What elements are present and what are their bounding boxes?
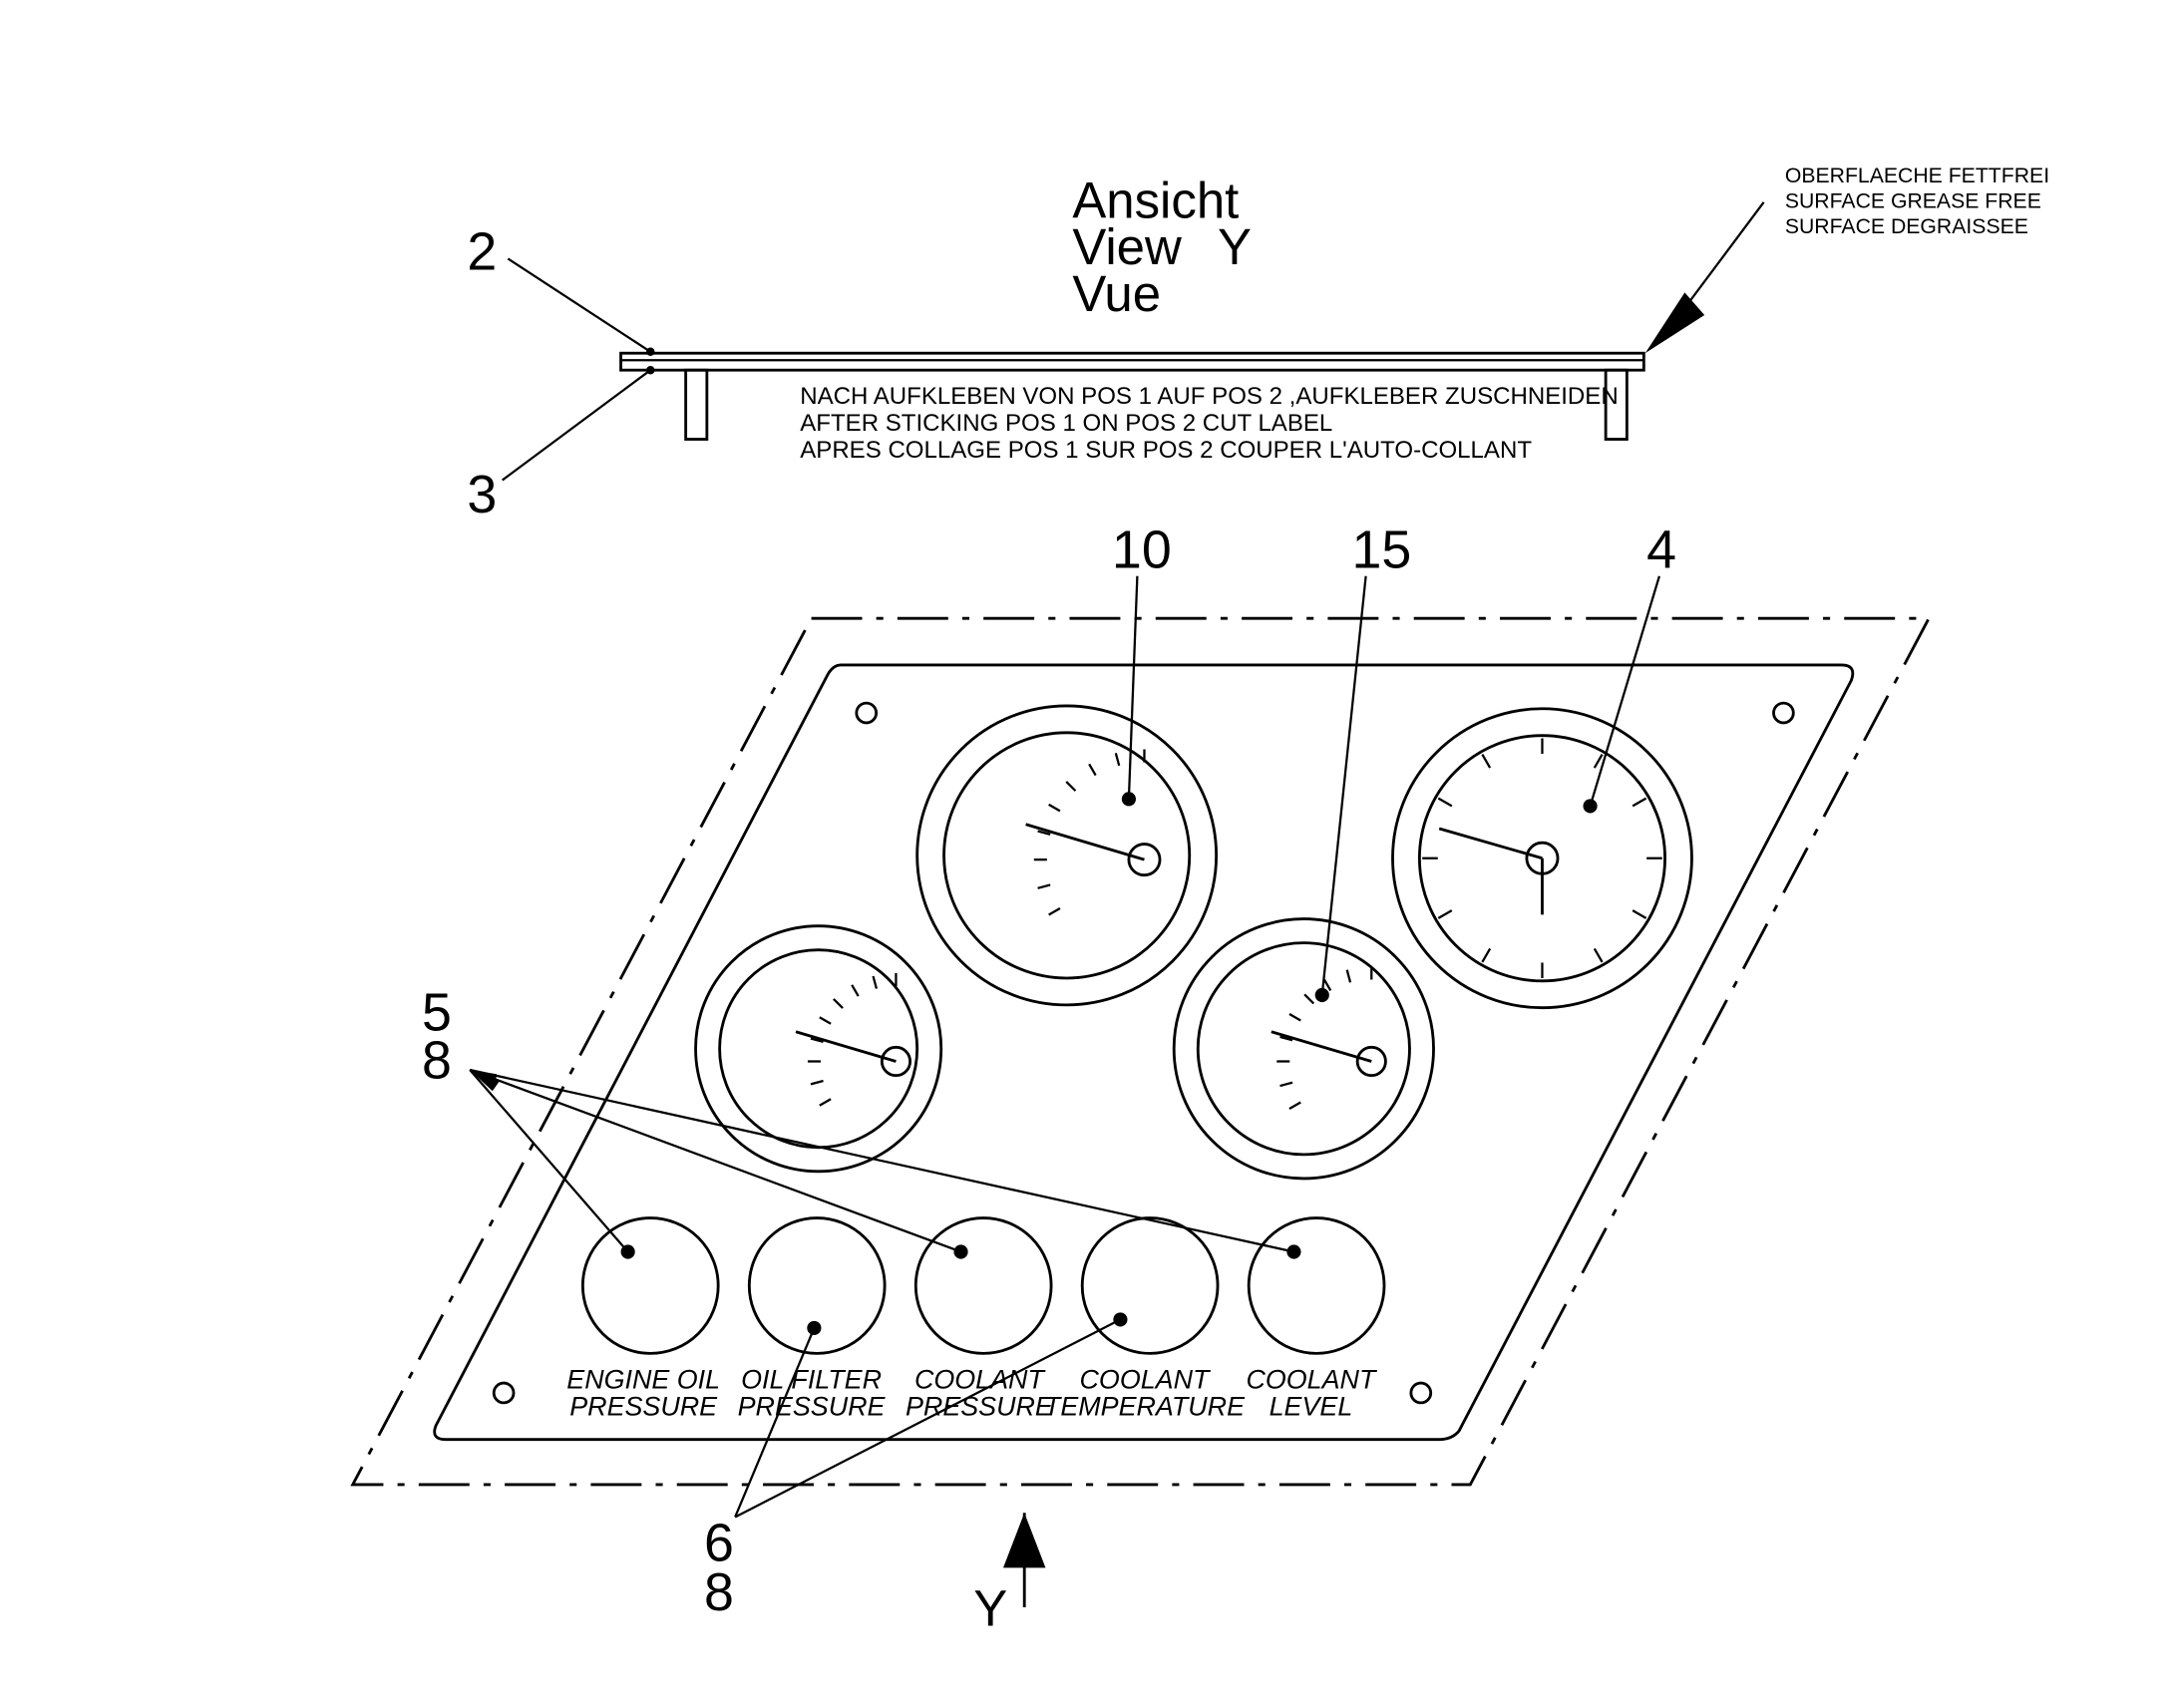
callout-pos4-label: 4 — [1646, 519, 1676, 579]
mounting-holes — [492, 701, 1795, 1405]
gauge-label-coolant-temperature: COOLANT TEMPERATURE — [1044, 1365, 1246, 1422]
callout-pos15: 15 — [1314, 519, 1411, 1003]
surface-note-line2: SURFACE GREASE FREE — [1785, 189, 2041, 212]
surface-note-leader — [1644, 201, 1765, 354]
surface-note-line3: SURFACE DEGRAISSEE — [1785, 215, 2028, 238]
gauge-label-line1: COOLANT — [1080, 1365, 1211, 1395]
callout-group-bottom-b: 8 — [704, 1562, 734, 1622]
view-title-line1: Ansicht — [1072, 171, 1239, 228]
gauge-label-line2: TEMPERATURE — [1044, 1392, 1246, 1422]
callout-pos4: 4 — [1583, 519, 1676, 814]
panel-plate — [433, 663, 1855, 1442]
gauge-labels: ENGINE OIL PRESSURE OIL FILTER PRESSURE … — [566, 1365, 1377, 1422]
cut-note-line2: AFTER STICKING POS 1 ON POS 2 CUT LABEL — [800, 410, 1332, 437]
view-title-line3: Vue — [1072, 265, 1161, 322]
view-direction-arrow: Y — [973, 1513, 1046, 1636]
view-title-line2: View — [1072, 218, 1182, 275]
callout-pos10: 10 — [1112, 519, 1172, 807]
gauge-label-line1: COOLANT — [914, 1365, 1045, 1395]
gauge-label-line2: LEVEL — [1270, 1392, 1353, 1422]
gauge-label-oil-filter-pressure: OIL FILTER PRESSURE — [738, 1365, 887, 1422]
callout-pos10-label: 10 — [1112, 519, 1172, 579]
gauge-label-coolant-pressure: COOLANT PRESSURE — [906, 1365, 1054, 1422]
panel-side-view — [619, 351, 1645, 441]
view-title: Ansicht View Vue Y — [1072, 171, 1252, 321]
gauge-label-line1: COOLANT — [1246, 1365, 1376, 1395]
cut-note-line3: APRES COLLAGE POS 1 SUR POS 2 COUPER L'A… — [800, 437, 1532, 464]
gauge-label-coolant-level: COOLANT LEVEL — [1246, 1365, 1376, 1422]
surface-note-line1: OBERFLAECHE FETTFREI — [1785, 165, 2049, 187]
gauge-large-top-center — [915, 704, 1219, 1007]
callout-pos3-label: 3 — [467, 465, 497, 524]
gauge-large-bottom-left — [694, 924, 943, 1174]
callout-pos2: 2 — [467, 222, 655, 357]
small-gauges — [580, 1216, 1386, 1355]
cut-note-line1: NACH AUFKLEBEN VON POS 1 AUF POS 2 ,AUFK… — [800, 383, 1618, 410]
callout-group-5-8: 5 8 — [422, 982, 1301, 1259]
small-gauge — [1247, 1216, 1386, 1355]
gauge-large-bottom-right — [1172, 917, 1435, 1181]
small-gauge — [913, 1216, 1053, 1355]
view-arrow-label: Y — [973, 1579, 1007, 1636]
large-gauges — [694, 704, 1693, 1181]
gauge-label-line2: PRESSURE — [738, 1392, 887, 1422]
callout-group-6-8: 6 8 — [704, 1312, 1128, 1622]
callout-pos3: 3 — [467, 365, 655, 524]
small-gauge — [580, 1216, 720, 1355]
gauge-label-line2: PRESSURE — [906, 1392, 1054, 1422]
surface-note: OBERFLAECHE FETTFREI SURFACE GREASE FREE… — [1785, 165, 2049, 238]
callout-pos2-label: 2 — [467, 222, 497, 282]
gauge-label-engine-oil-pressure: ENGINE OIL PRESSURE — [566, 1365, 720, 1422]
small-gauge — [1080, 1216, 1220, 1355]
gauge-label-line1: ENGINE OIL — [566, 1365, 720, 1395]
callout-pos15-label: 15 — [1351, 519, 1411, 579]
cut-note: NACH AUFKLEBEN VON POS 1 AUF POS 2 ,AUFK… — [800, 383, 1618, 464]
small-gauge — [747, 1216, 887, 1355]
panel-outline-dashed — [350, 616, 1932, 1487]
callout-group-bottom-a: 6 — [704, 1513, 734, 1572]
gauge-label-line2: PRESSURE — [569, 1392, 718, 1422]
callout-group-top-a: 5 — [422, 982, 452, 1042]
gauge-label-line1: OIL FILTER — [741, 1365, 882, 1395]
gauge-clock-right — [1391, 707, 1693, 1010]
callout-group-top-b: 8 — [422, 1030, 452, 1090]
view-title-letter: Y — [1218, 218, 1252, 275]
